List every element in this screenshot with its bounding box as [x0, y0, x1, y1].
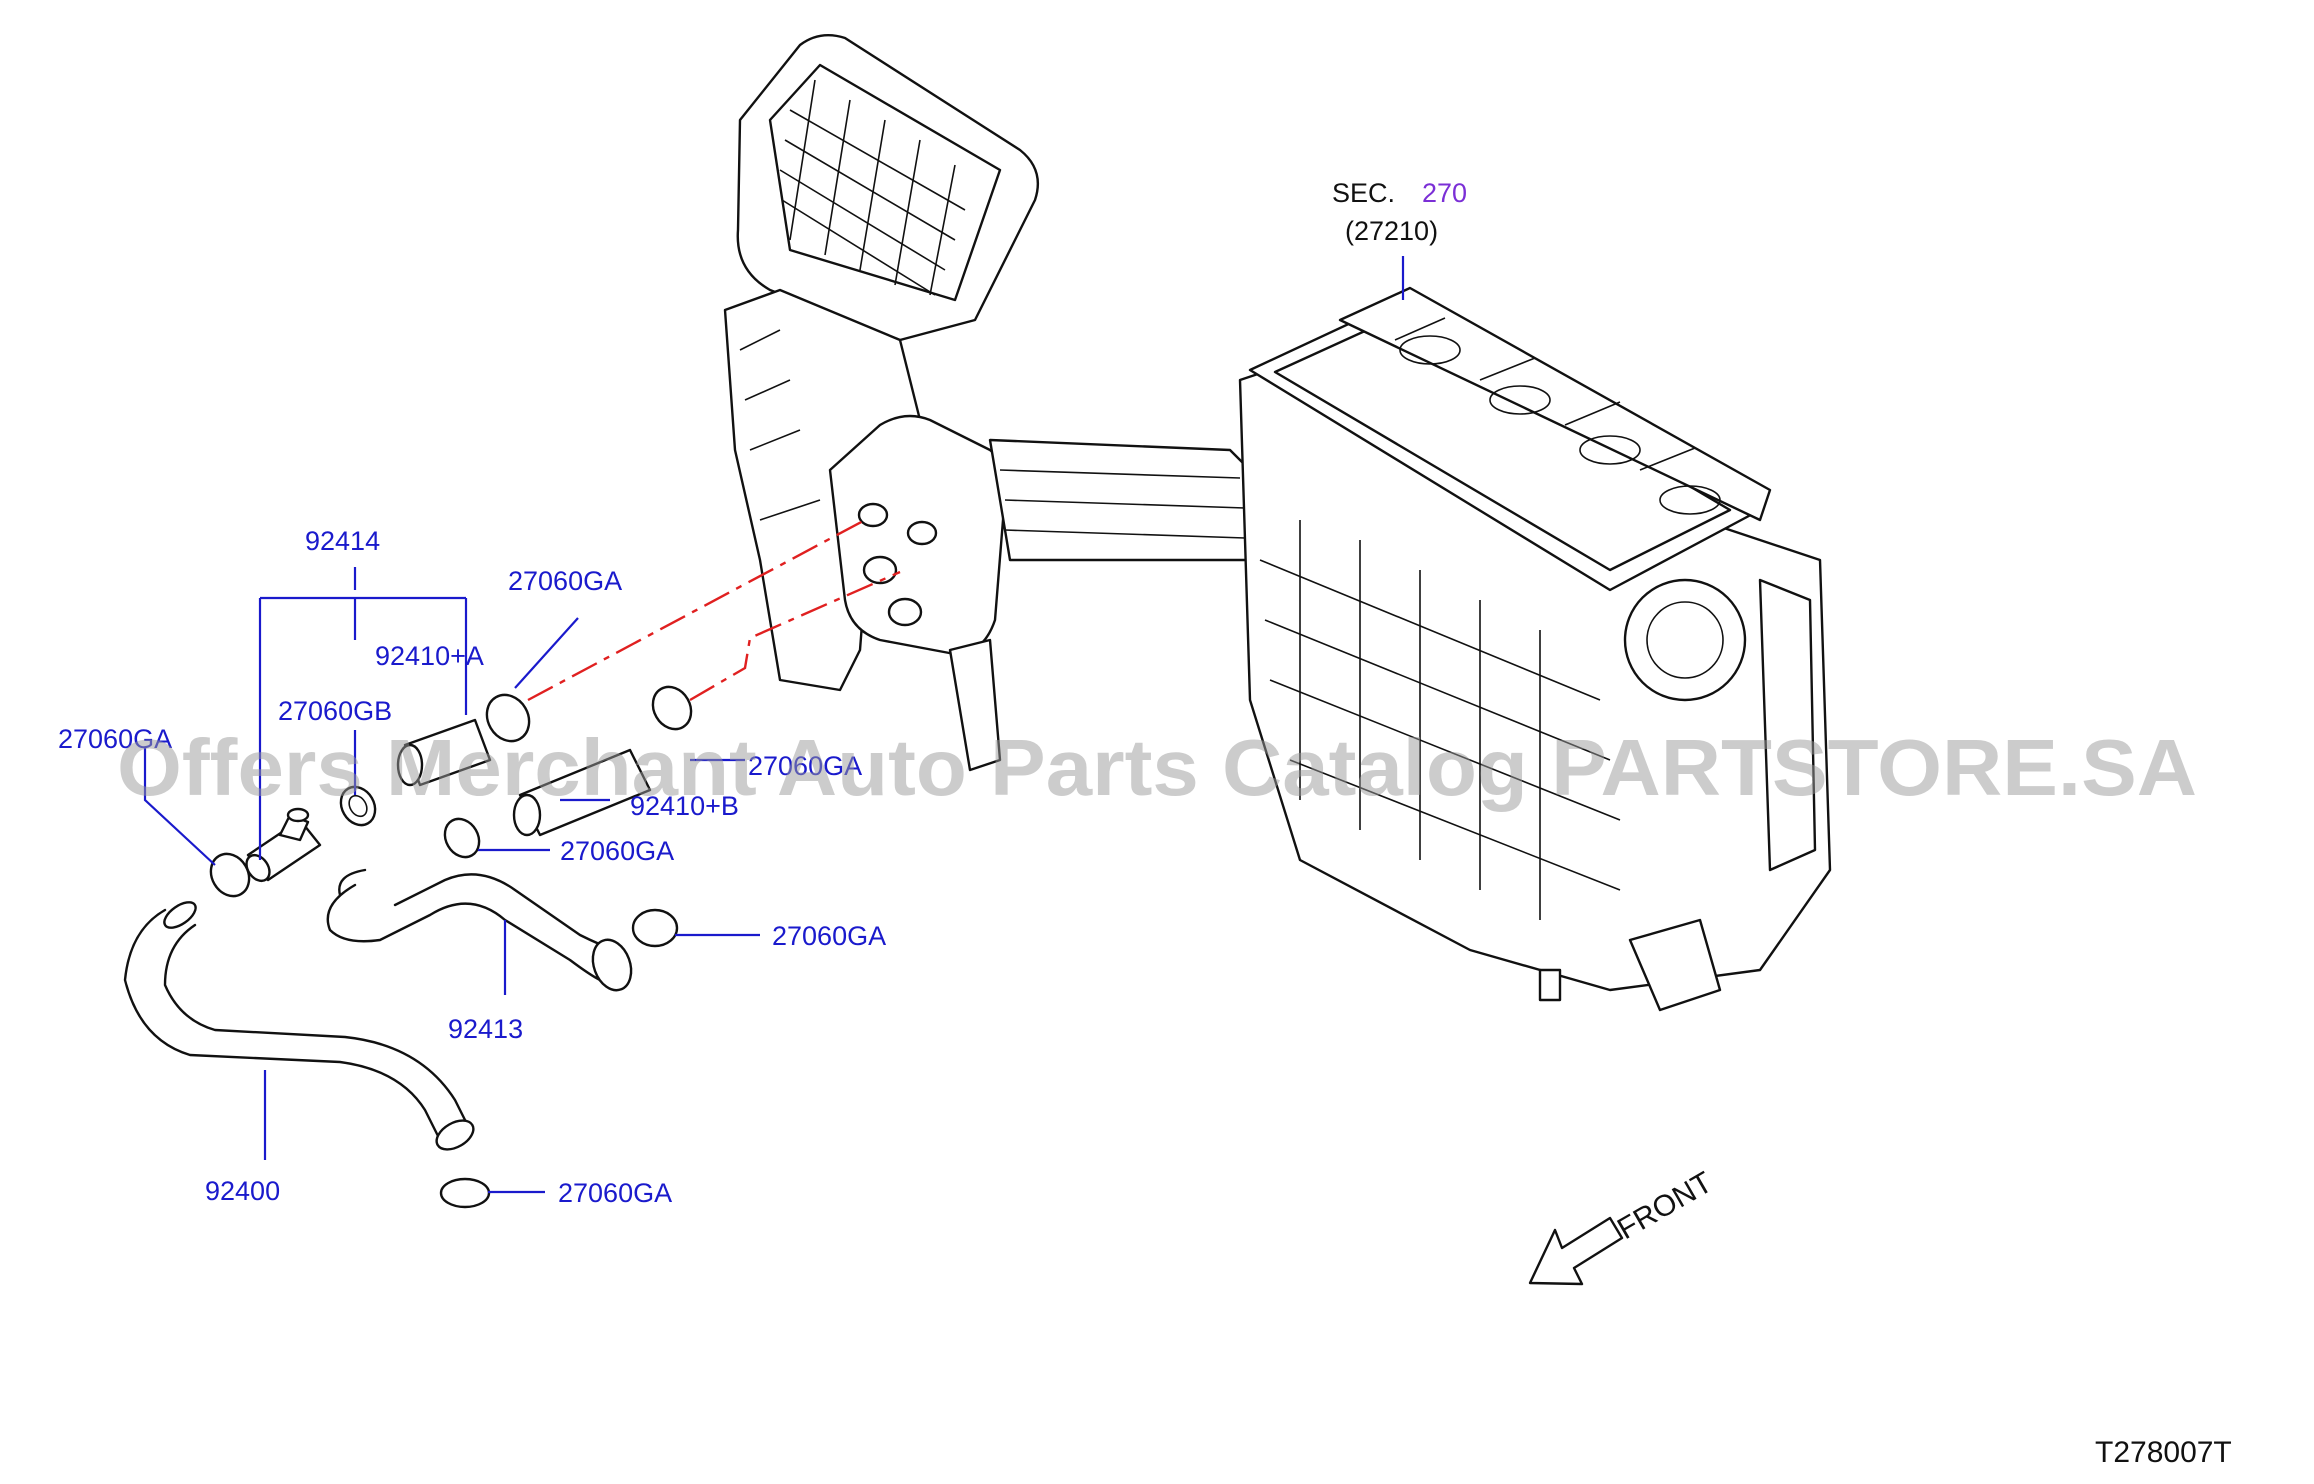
connection-line-lower — [689, 570, 901, 702]
front-arrow-icon — [1528, 1216, 1624, 1286]
label-92413[interactable]: 92413 — [448, 1014, 523, 1044]
label-92410-a[interactable]: 92410+A — [375, 641, 484, 671]
hose-92400 — [123, 901, 475, 1151]
leader-lines — [143, 256, 1405, 1194]
label-92414[interactable]: 92414 — [305, 526, 380, 556]
front-direction-indicator: FRONT — [1528, 1166, 1718, 1286]
label-27060ga-left[interactable]: 27060GA — [58, 724, 172, 754]
connection-line-upper — [527, 518, 866, 702]
section-sub-part: (27210) — [1345, 216, 1438, 246]
front-label: FRONT — [1612, 1166, 1718, 1246]
section-prefix: SEC. — [1332, 178, 1395, 208]
mode-actuator — [1623, 578, 1817, 872]
label-27060ga-right[interactable]: 27060GA — [772, 921, 886, 951]
top-duct-frame — [1248, 286, 1772, 592]
label-27060ga-bottom[interactable]: 27060GA — [558, 1178, 672, 1208]
section-number-link[interactable]: 270 — [1422, 178, 1467, 208]
illustration-code: T278007T — [2095, 1436, 2232, 1469]
label-27060ga-top[interactable]: 27060GA — [508, 566, 622, 596]
pipe-92410-a — [396, 718, 492, 787]
hose-92413 — [326, 868, 633, 992]
label-92410-b[interactable]: 92410+B — [630, 791, 739, 821]
grommet-27060gb — [339, 785, 377, 827]
label-27060ga-lower[interactable]: 27060GA — [560, 836, 674, 866]
label-27060gb[interactable]: 27060GB — [278, 696, 392, 726]
heater-unit-assembly — [723, 34, 1832, 1012]
intake-grille — [779, 79, 966, 296]
pipe-92410-b — [512, 748, 652, 837]
heater-core-pipe-plate — [828, 414, 1008, 657]
label-27060ga-mid[interactable]: 27060GA — [748, 751, 862, 781]
label-92400[interactable]: 92400 — [205, 1176, 280, 1206]
tee-connector — [245, 807, 322, 883]
watermark-text: Offers Merchant Auto Parts Catalog PARTS… — [117, 723, 2197, 812]
